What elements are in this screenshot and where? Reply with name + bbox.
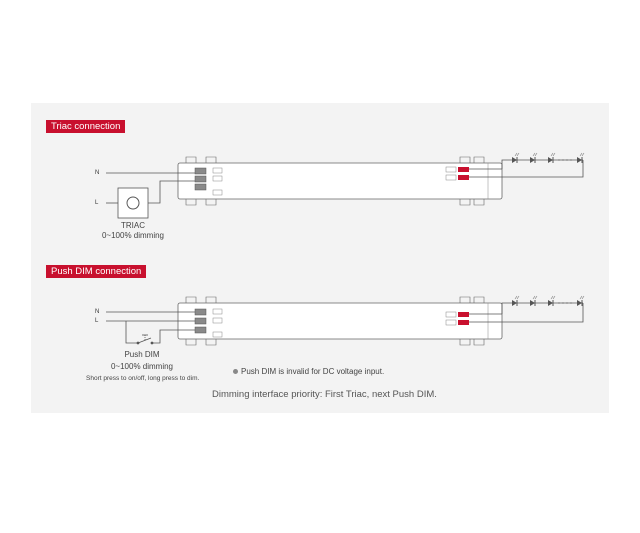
pushdim-usage-text: Short press to on/off, long press to dim… <box>86 375 200 382</box>
dc-input-note-text: Push DIM is invalid for DC voltage input… <box>241 367 385 376</box>
triac-dimmer <box>117 187 149 219</box>
triac-range-label: 0~100% dimming <box>101 231 165 240</box>
neutral-label-1: N <box>95 170 100 176</box>
triac-device-label: TRIAC <box>121 221 145 230</box>
triac-wires <box>106 159 584 204</box>
live-label-1: L <box>95 200 99 206</box>
pushdim-device-label: Push DIM <box>124 350 160 359</box>
bullet-icon <box>233 369 238 375</box>
driver-unit-2 <box>177 296 503 346</box>
priority-text: Dimming interface priority: First Triac,… <box>212 389 437 400</box>
diagram-panel <box>31 103 609 413</box>
pushdim-wires <box>106 302 584 344</box>
pushdim-range-label: 0~100% dimming <box>110 362 174 371</box>
neutral-label-2: N <box>95 309 100 315</box>
led-string-1 <box>511 152 585 164</box>
triac-section-title: Triac connection <box>46 120 126 133</box>
led-string-2 <box>511 295 585 307</box>
live-label-2: L <box>95 318 99 324</box>
push-switch <box>136 334 154 345</box>
dc-input-note: Push DIM is invalid for DC voltage input… <box>233 367 384 376</box>
driver-unit-1 <box>177 156 503 206</box>
pushdim-section-title: Push DIM connection <box>46 265 147 278</box>
